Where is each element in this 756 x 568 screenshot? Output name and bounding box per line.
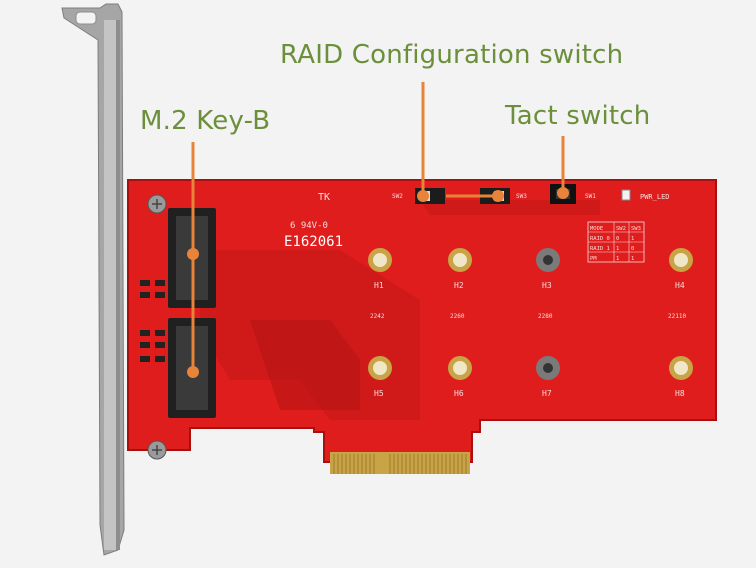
silk-h6: H6 [454, 389, 464, 398]
mode-table-header: MODE [590, 226, 603, 232]
silk-sw3: SW3 [516, 193, 527, 200]
mode-table-cell: 1 [631, 256, 634, 262]
screw-bottom-left [147, 440, 167, 460]
silk-h1: H1 [374, 281, 384, 290]
mount-hole-h1 [368, 248, 392, 272]
mount-standoff-h3 [536, 248, 560, 272]
mode-table [587, 221, 645, 263]
silk-pwr-led: PWR_LED [640, 193, 670, 201]
silk-h4: H4 [675, 281, 685, 290]
silk-h8: H8 [675, 389, 685, 398]
mode-table-header: SW2 [616, 226, 626, 232]
raid-callout-dot-sw2 [417, 190, 429, 202]
mode-table-cell: RAID 1 [590, 246, 610, 252]
silk-sw2: SW2 [392, 193, 403, 200]
pcb-board [127, 179, 717, 463]
mount-hole-h6 [448, 356, 472, 380]
silk-2260: 2260 [450, 313, 465, 320]
raid-callout-dot-sw3 [492, 190, 504, 202]
m2-key-b-label: M.2 Key-B [140, 106, 271, 136]
silk-h5: H5 [374, 389, 384, 398]
smd-components [140, 280, 165, 362]
mount-hole-h4 [669, 248, 693, 272]
tact-callout-dot [557, 187, 569, 199]
mode-table-cell: 0 [631, 246, 634, 252]
mode-table-cell: 1 [616, 256, 619, 262]
pcie-bracket [61, 3, 125, 556]
silk-ul-rating: 6 94V-0 [290, 221, 328, 231]
tact-switch-label: Tact switch [505, 101, 651, 131]
silk-2280: 2280 [538, 313, 553, 320]
silk-2242: 2242 [370, 313, 385, 320]
silk-tk: TK [318, 192, 330, 203]
callout-lines [187, 82, 569, 378]
silk-ul-code: E162061 [284, 234, 343, 250]
mode-table-header: SW3 [631, 226, 641, 232]
mount-hole-h5 [368, 356, 392, 380]
m2-callout-dot-bottom [187, 366, 199, 378]
mount-hole-h2 [448, 248, 472, 272]
silk-22110: 22110 [668, 313, 686, 320]
screw-top-left [147, 194, 167, 214]
mode-table-cell: 0 [616, 236, 619, 242]
raid-config-switch-label: RAID Configuration switch [280, 40, 624, 70]
pwr-led [621, 189, 631, 201]
silk-sw1: SW1 [585, 193, 596, 200]
silk-h3: H3 [542, 281, 552, 290]
mount-standoff-h7 [536, 356, 560, 380]
mode-table-cell: 1 [616, 246, 619, 252]
mount-hole-h8 [669, 356, 693, 380]
pcie-gold-fingers [330, 452, 470, 474]
m2-callout-dot-top [187, 248, 199, 260]
silk-h2: H2 [454, 281, 464, 290]
silk-h7: H7 [542, 389, 552, 398]
mode-table-cell: 1 [631, 236, 634, 242]
mode-table-cell: PM [590, 256, 597, 262]
mode-table-cell: RAID 0 [590, 236, 610, 242]
